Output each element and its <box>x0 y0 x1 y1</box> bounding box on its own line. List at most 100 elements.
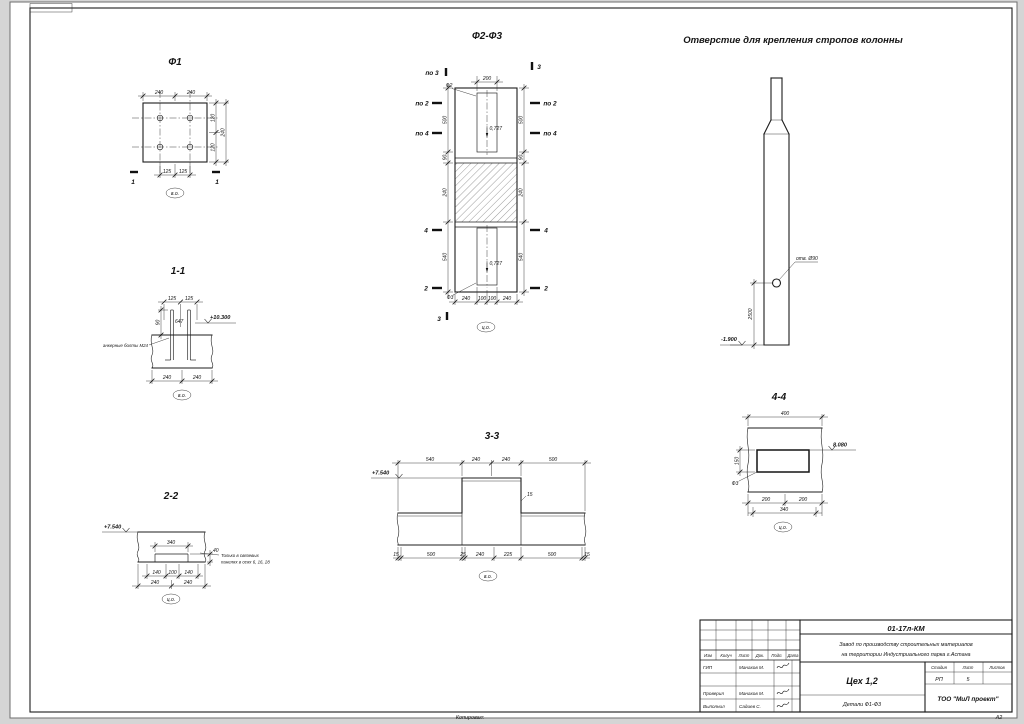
sheet-label: Лист <box>962 665 974 670</box>
anchor-bolt <box>156 114 164 122</box>
dim-label: 400 <box>781 411 790 417</box>
hole-callout: отв. Ø90 <box>796 256 818 262</box>
dim-label: 340 <box>167 540 176 546</box>
dim-label: 500 <box>549 457 558 463</box>
dim-label: 240 <box>443 188 449 198</box>
base-plate-outline <box>142 102 208 163</box>
dim-label: 140 <box>184 570 193 576</box>
dim-label: 500 <box>519 116 525 125</box>
level-mark: +10.300 <box>210 315 231 321</box>
tb-header: Изм <box>704 653 712 658</box>
dim-label: 120 <box>211 114 217 123</box>
section-mark: 3 <box>437 316 441 323</box>
section-mark: 3 <box>537 64 541 71</box>
section-mark: 1 <box>215 179 219 186</box>
anchor-bolt <box>186 114 194 122</box>
section-title: 2-2 <box>163 491 179 502</box>
section-mark: по 2 <box>543 101 557 108</box>
dim-label: 240 <box>461 296 471 302</box>
dim-label: 100 <box>488 296 497 302</box>
dim-label: 25 <box>459 552 466 558</box>
tb-header: Дата <box>786 653 799 658</box>
tb-role: Выполнил <box>703 704 725 709</box>
embed-value: 0,727 <box>490 126 503 132</box>
dim-label: 15 <box>527 492 533 498</box>
dim-label: 240 <box>192 375 202 381</box>
dim-label: 200 <box>798 497 808 503</box>
tb-header: Лист <box>738 653 750 658</box>
tb-name: Манахов М. <box>739 665 764 670</box>
section-title: 4-4 <box>771 392 787 403</box>
tb-role: ГИП <box>703 665 713 670</box>
dim-label: 240 <box>154 90 164 96</box>
dim-label: 240 <box>519 188 525 198</box>
axis-label: в.о. <box>178 393 186 399</box>
tb-header: Док. <box>755 653 764 658</box>
axis-label: ц.о. <box>779 525 787 531</box>
stage-value: РП <box>935 677 943 683</box>
axis-label: ц.о. <box>482 325 490 331</box>
section-mark: 4 <box>543 228 548 235</box>
signature <box>776 688 790 695</box>
view-f23-title: Ф2-Ф3 <box>472 31 503 42</box>
dim-label: 647 <box>175 319 184 325</box>
dim-label: 500 <box>443 116 449 125</box>
dim-label: 140 <box>152 570 161 576</box>
company-name: ТОО "МиЛ проект" <box>937 696 999 703</box>
panel-note-line1: Только в связевых <box>221 553 260 558</box>
dim-label: 200 <box>761 497 771 503</box>
embed-value: 0,727 <box>490 261 503 267</box>
dim-label: 225 <box>503 552 513 558</box>
dim-label: 540 <box>426 457 435 463</box>
sheet-number: 5 <box>967 677 971 683</box>
project-name-line1: Завод по производству строительных матер… <box>839 642 973 648</box>
paper <box>9 1 1018 719</box>
section-mark: по 2 <box>415 101 429 108</box>
dim-label: 90 <box>156 320 162 326</box>
dim-label: 125 <box>163 169 172 175</box>
dim-label: 125 <box>168 296 177 302</box>
title-block: Изм Колуч Лист Док. Подп. Дата ГИП Манах… <box>699 619 1013 713</box>
dim-label: 90 <box>519 155 525 161</box>
section-title: 3-3 <box>485 431 500 442</box>
view-section-1-1: 1-1 125 125 647 +10.300 анкерные болты М… <box>103 266 236 401</box>
dim-label: 90 <box>443 155 449 161</box>
object-name: Цех 1,2 <box>846 676 877 686</box>
dim-label: 340 <box>780 507 789 513</box>
section-title: 1-1 <box>171 266 186 277</box>
copied-label: Копировал: <box>456 715 485 721</box>
dim-label: 240 <box>471 457 481 463</box>
section-mark: 1 <box>131 179 135 186</box>
signature <box>776 701 790 708</box>
dim-label: 500 <box>548 552 557 558</box>
dim-label: 125 <box>179 169 188 175</box>
drawing-frame <box>29 7 1013 713</box>
section-mark: 2 <box>543 286 548 293</box>
panel-note-line2: панелях в осях 6, 16, 28 <box>221 560 270 565</box>
axis-label: в.о. <box>484 574 492 580</box>
sheets-label: Листов <box>988 665 1005 670</box>
view-f2-f3: Ф2-Ф3 0,727 0,727 200 500 90 240 540 500… <box>415 31 557 333</box>
axis-label: в.о. <box>171 191 179 197</box>
corner-stamp <box>29 3 73 13</box>
dim-label: 240 <box>221 128 227 138</box>
level-mark: +7.540 <box>372 471 390 477</box>
section-mark: по 3 <box>425 70 439 77</box>
section-mark: по 4 <box>543 131 557 138</box>
project-name-line2: на территории Индустриального парка г.Ас… <box>841 652 970 658</box>
level-mark: +7.540 <box>104 525 122 531</box>
section-mark: по 4 <box>415 131 429 138</box>
embed-mark: Ф3 <box>732 481 739 487</box>
axis-label: ц.о. <box>167 597 175 603</box>
dim-label: 240 <box>183 580 193 586</box>
dim-label: 125 <box>185 296 194 302</box>
dim-label: 240 <box>186 90 196 96</box>
tb-header: Колуч <box>720 653 732 658</box>
view-f1-title: Ф1 <box>168 57 182 68</box>
embed-mark: Ф3 <box>447 295 454 301</box>
anchor-bolt <box>186 143 194 151</box>
view-f1: Ф1 240 240 120 120 240 125 125 1 1 в.о. <box>130 57 229 199</box>
signature <box>776 662 790 669</box>
dim-label: 15 <box>393 552 399 558</box>
